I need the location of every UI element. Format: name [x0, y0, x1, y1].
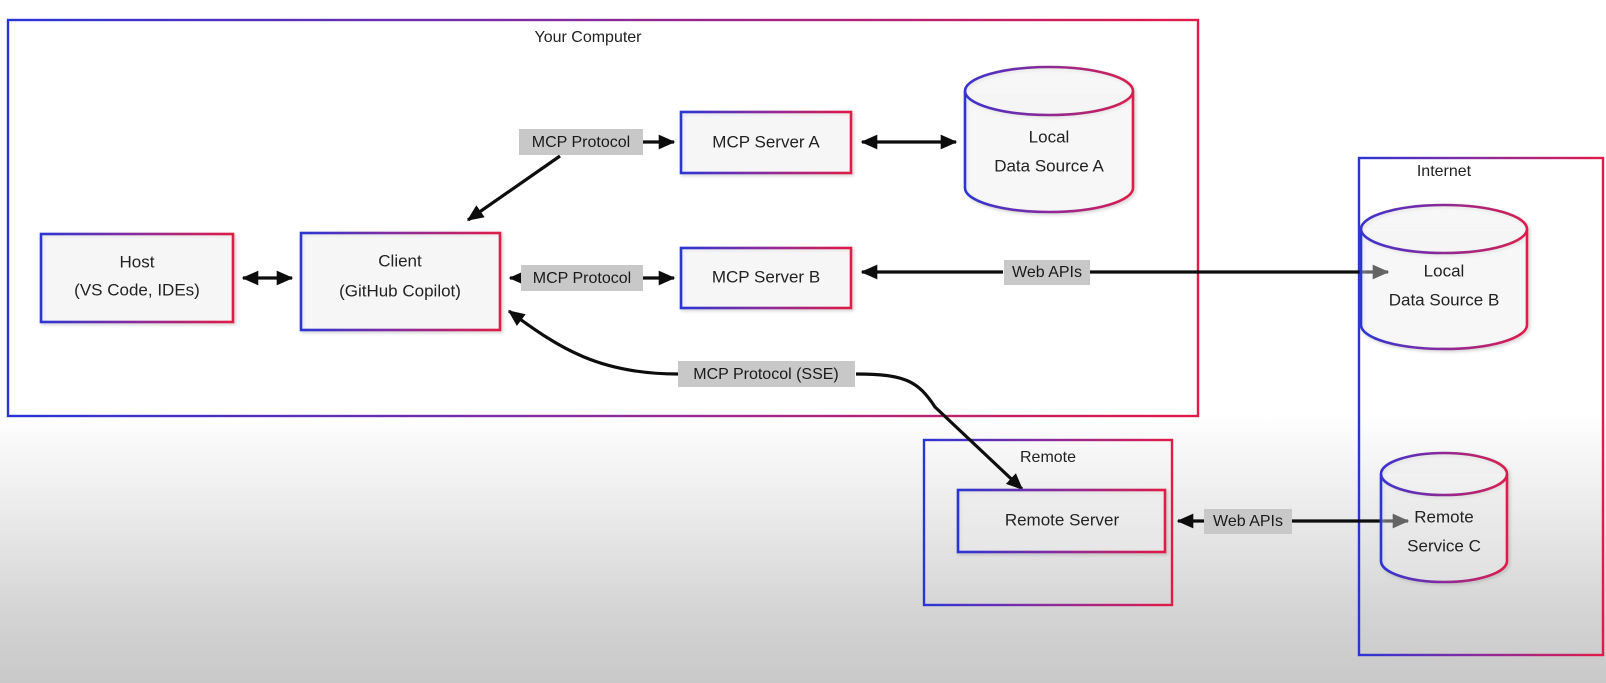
node-mcp-server-a[interactable]: [679, 110, 853, 175]
node-host[interactable]: [39, 232, 235, 324]
node-remote-server[interactable]: [956, 488, 1167, 554]
edge-client-server-a-line-left: [466, 154, 561, 222]
local-data-source-a-top[interactable]: [963, 65, 1135, 117]
edge-client-remote-server-path-right: [855, 372, 1024, 491]
mcp-server-a-box[interactable]: [679, 110, 853, 175]
client-label-line-2: (GitHub Copilot): [339, 281, 461, 300]
edge-client-remote-server: MCP Protocol (SSE): [507, 309, 1024, 491]
client-label-line-1: Client: [378, 251, 422, 270]
mcp-server-b-box[interactable]: [679, 246, 853, 310]
node-mcp-server-b[interactable]: [679, 246, 853, 310]
local-data-source-b-top[interactable]: [1359, 203, 1529, 255]
edge-client-server-b-label-bg: [521, 265, 643, 291]
mcp-server-a-label: MCP Server A: [712, 132, 820, 151]
remote-service-c-top[interactable]: [1379, 451, 1509, 497]
remote-server-label: Remote Server: [1005, 510, 1120, 529]
node-client[interactable]: [299, 231, 502, 332]
edge-client-server-b: MCP Protocol: [508, 265, 676, 291]
remote-title: Remote: [1020, 449, 1076, 466]
node-local-data-source-a[interactable]: [963, 65, 1135, 214]
edge-client-server-a-label: MCP Protocol: [532, 134, 630, 151]
internet-title: Internet: [1417, 163, 1472, 180]
client-box[interactable]: [299, 231, 502, 332]
edge-remote-server-service-c-label: Web APIs: [1213, 513, 1283, 530]
container-your-computer: Your Computer: [6, 18, 1200, 418]
container-internet: Internet: [1357, 156, 1605, 657]
your-computer-title: Your Computer: [534, 29, 642, 46]
edge-remote-server-service-c: Web APIs: [1176, 509, 1410, 534]
edge-client-remote-server-path-left: [507, 309, 679, 376]
remote-service-c-label-line-1: Remote: [1414, 507, 1474, 526]
edge-remote-server-service-c-label-bg: [1204, 509, 1292, 534]
host-box[interactable]: [39, 232, 235, 324]
container-remote: Remote: [922, 438, 1174, 607]
local-data-source-a-label-line-1: Local: [1029, 127, 1070, 146]
local-data-source-b-label-line-2: Data Source B: [1389, 290, 1500, 309]
local-data-source-b-body[interactable]: [1359, 229, 1529, 351]
remote-border: [922, 438, 1174, 607]
node-remote-service-c[interactable]: [1379, 451, 1509, 584]
edge-server-b-source-b-label: Web APIs: [1012, 264, 1082, 281]
local-data-source-b-label-line-1: Local: [1424, 261, 1465, 280]
remote-service-c-label-line-2: Service C: [1407, 536, 1481, 555]
edge-client-server-a-label-bg: [519, 129, 643, 155]
edge-server-b-source-b: Web APIs: [860, 260, 1390, 285]
node-local-data-source-b[interactable]: [1359, 203, 1529, 351]
remote-server-box[interactable]: [956, 488, 1167, 554]
your-computer-border: [6, 18, 1200, 418]
host-label-line-2: (VS Code, IDEs): [74, 280, 200, 299]
internet-border: [1357, 156, 1605, 657]
edge-server-b-source-b-label-bg: [1004, 260, 1090, 285]
local-data-source-a-label-line-2: Data Source A: [994, 156, 1104, 175]
edge-client-remote-server-label-bg: [678, 361, 855, 387]
mcp-server-b-label: MCP Server B: [712, 267, 820, 286]
edge-client-remote-server-label: MCP Protocol (SSE): [693, 366, 839, 383]
edge-client-server-b-label: MCP Protocol: [533, 270, 631, 287]
edge-client-server-a: MCP Protocol: [466, 129, 676, 222]
host-label-line-1: Host: [120, 252, 155, 271]
local-data-source-a-body[interactable]: [963, 91, 1135, 214]
remote-service-c-body[interactable]: [1379, 474, 1509, 584]
